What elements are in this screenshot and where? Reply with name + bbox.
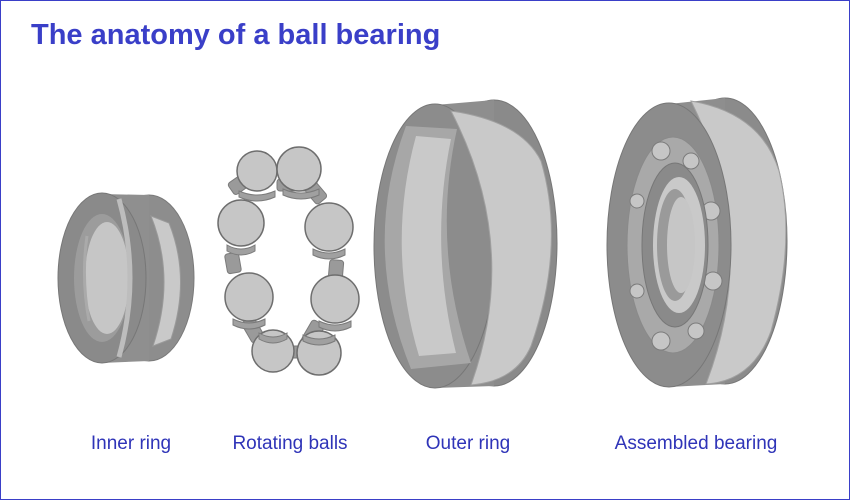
diagram-title: The anatomy of a ball bearing: [31, 19, 441, 51]
component-label-rotating-balls: Rotating balls: [232, 433, 348, 454]
rotating-balls-illustration: [217, 146, 360, 376]
inner-ring-illustration: [57, 192, 195, 364]
component-label-inner-ring: Inner ring: [90, 433, 172, 454]
component-label-assembled-bearing: Assembled bearing: [614, 433, 778, 454]
outer-ring-illustration: [373, 99, 558, 389]
component-label-outer-ring: Outer ring: [425, 433, 511, 454]
assembled-bearing-illustration: [606, 97, 788, 388]
